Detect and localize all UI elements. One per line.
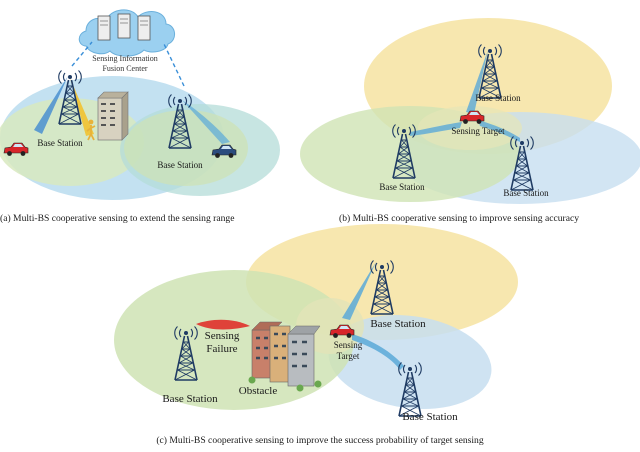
person-icon bbox=[86, 119, 96, 141]
link-arrow-left bbox=[71, 41, 93, 67]
beam-c-bottom bbox=[352, 334, 404, 370]
panel-b: Base Station Base Station Base Station S… bbox=[300, 18, 640, 224]
beam-b-top bbox=[466, 50, 488, 114]
coverage-area-c-blue bbox=[328, 315, 492, 409]
beam-c-red bbox=[196, 319, 250, 330]
link-arrow-right bbox=[163, 43, 185, 87]
target-c-label-line2: Target bbox=[337, 351, 360, 361]
obstacle-label: Obstacle bbox=[239, 385, 278, 397]
bs-c-top-label: Base Station bbox=[370, 318, 426, 330]
coverage-area-b-overlap bbox=[418, 106, 522, 150]
bs-c-left-label: Base Station bbox=[162, 393, 218, 405]
target-b-label: Sensing Target bbox=[451, 126, 505, 136]
beam-a-blue bbox=[34, 76, 68, 134]
bs-b-top-label: Base Station bbox=[475, 93, 521, 103]
bs-b-right-label: Base Station bbox=[503, 188, 549, 198]
failure-label-line2: Failure bbox=[206, 343, 237, 355]
bs-c-bottom-label: Base Station bbox=[402, 411, 458, 423]
cloud-label-line2: Fusion Center bbox=[102, 64, 147, 73]
bs-a-right-label: Base Station bbox=[157, 160, 203, 170]
beam-a-green bbox=[182, 100, 230, 144]
beam-c-top bbox=[342, 262, 376, 320]
fusion-center-cloud-icon bbox=[78, 9, 175, 57]
obstacle-buildings-icon bbox=[248, 321, 322, 392]
caption-c: (c) Multi-BS cooperative sensing to impr… bbox=[156, 435, 483, 446]
target-c-label-line1: Sensing bbox=[334, 340, 363, 350]
bs-b-left-label: Base Station bbox=[379, 182, 425, 192]
bs-a-left-label: Base Station bbox=[37, 138, 83, 148]
beam-a-yellow bbox=[70, 78, 94, 136]
panel-a: Sensing Information Fusion Center Base S… bbox=[0, 9, 280, 224]
cloud-label-line1: Sensing Information bbox=[92, 54, 158, 63]
beam-b-right bbox=[478, 120, 520, 142]
caption-a: (a) Multi-BS cooperative sensing to exte… bbox=[0, 213, 234, 224]
panel-c: Base Station Base Station Base Station S… bbox=[114, 224, 518, 446]
building-icon bbox=[97, 91, 129, 141]
caption-b: (b) Multi-BS cooperative sensing to impr… bbox=[339, 213, 579, 224]
failure-label-line1: Sensing bbox=[205, 330, 240, 342]
beam-b-left bbox=[410, 122, 462, 136]
